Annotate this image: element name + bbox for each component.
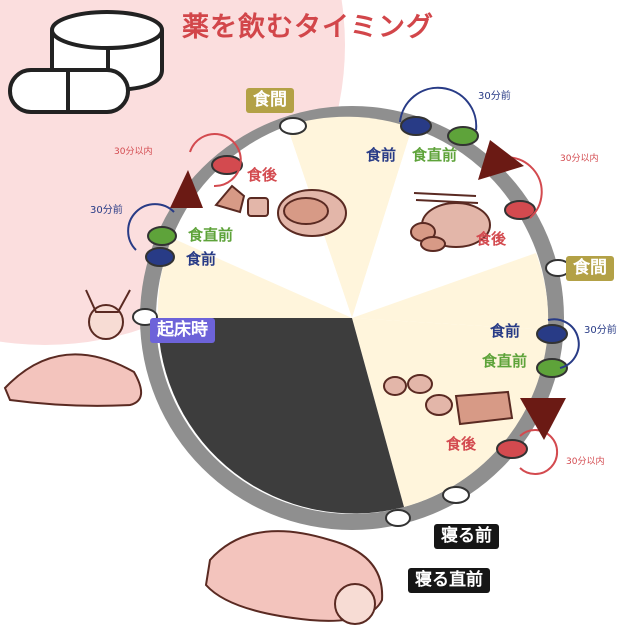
label-just-before-lunch: 食直前 bbox=[412, 146, 458, 164]
label-before-lunch: 食前 bbox=[366, 146, 397, 164]
label-30-before-dinner: 30分前 bbox=[584, 325, 617, 336]
tag-just-before-bed: 寝る直前 bbox=[408, 568, 490, 593]
tag-before-bed: 寝る前 bbox=[434, 524, 499, 549]
label-after-dinner: 食後 bbox=[446, 435, 477, 453]
arrow-up-left bbox=[170, 170, 203, 208]
label-just-before-dinner: 食直前 bbox=[482, 352, 528, 370]
sector-breakfast bbox=[172, 126, 352, 318]
label-within-30-dinner: 30分以内 bbox=[566, 457, 605, 467]
capsule-icon bbox=[8, 68, 130, 114]
sleeping-person-illustration bbox=[204, 530, 384, 625]
label-30-before-breakfast: 30分前 bbox=[90, 205, 123, 216]
label-before-dinner: 食前 bbox=[490, 322, 521, 340]
tag-wakeup: 起床時 bbox=[150, 318, 215, 343]
label-after-breakfast: 食後 bbox=[247, 166, 278, 184]
page-title: 薬を飲むタイミング bbox=[182, 12, 434, 43]
arrow-down-right bbox=[520, 398, 566, 440]
label-30-before-lunch: 30分前 bbox=[478, 91, 511, 102]
sector-meal-2 bbox=[352, 253, 549, 330]
label-after-lunch: 食後 bbox=[476, 230, 507, 248]
sector-dinner bbox=[352, 318, 548, 507]
label-before-breakfast: 食前 bbox=[186, 250, 217, 268]
arrow-right-top bbox=[478, 140, 524, 180]
label-within-30-lunch: 30分以内 bbox=[560, 154, 599, 164]
dinner-food-icon bbox=[383, 374, 514, 426]
sector-morning bbox=[157, 238, 352, 318]
direction-arrows bbox=[170, 140, 566, 440]
pill-icons bbox=[132, 116, 571, 527]
sector-night bbox=[158, 318, 404, 514]
label-within-30-breakfast: 30分以内 bbox=[114, 147, 153, 157]
lunch-food-icon bbox=[410, 192, 491, 252]
tag-meal-top: 食間 bbox=[246, 88, 294, 113]
sector-meal-1 bbox=[287, 116, 412, 318]
tag-meal-right: 食間 bbox=[566, 256, 614, 281]
waking-person-illustration bbox=[3, 289, 142, 407]
breakfast-food-icon bbox=[214, 184, 347, 237]
label-just-before-breakfast: 食直前 bbox=[188, 226, 234, 244]
